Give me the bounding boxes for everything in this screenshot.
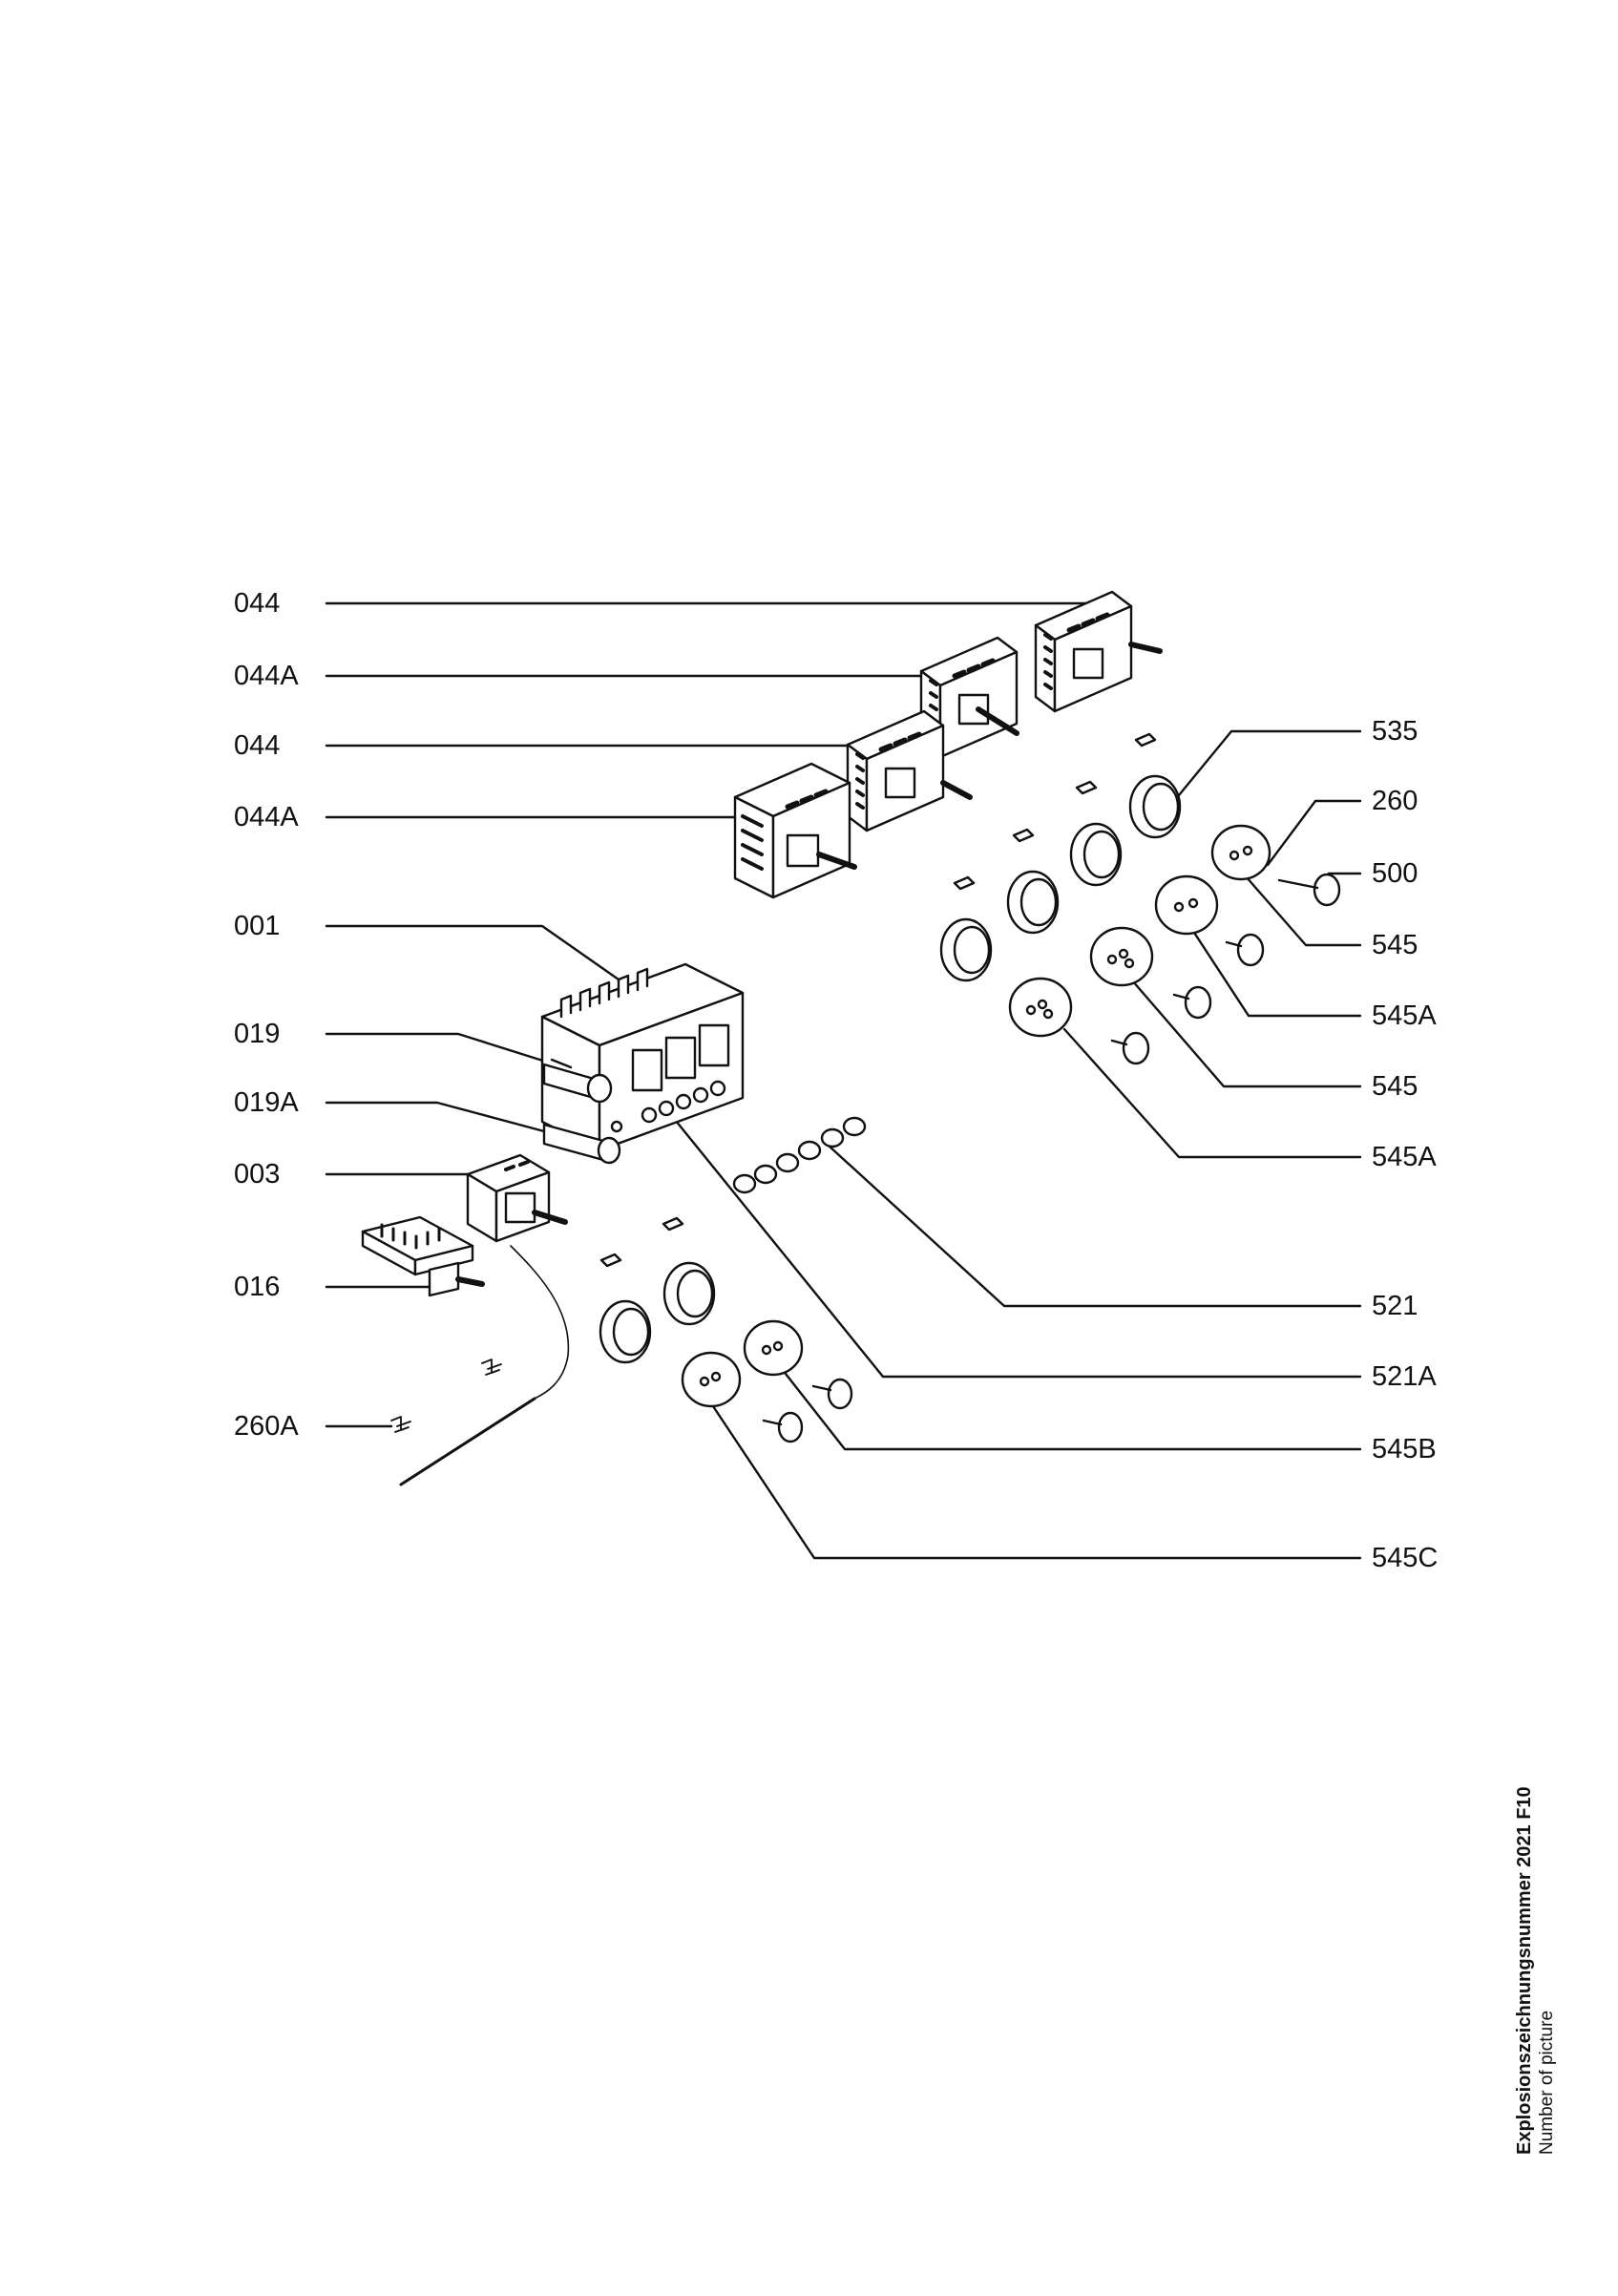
- knob-group-upper: [939, 732, 1341, 1065]
- label-545a-1: 545A: [1372, 1001, 1437, 1031]
- picture-number-block: Explosionszeichnungsnummer 2021 F10 Numb…: [1513, 1658, 1580, 2155]
- label-545b: 545B: [1372, 1434, 1437, 1464]
- label-044-2: 044: [234, 730, 281, 761]
- label-535: 535: [1372, 716, 1418, 747]
- label-260a: 260A: [234, 1411, 299, 1442]
- label-521a: 521A: [1372, 1361, 1437, 1392]
- label-016: 016: [234, 1272, 281, 1302]
- energy-regulator-1: [1034, 590, 1163, 713]
- lamp-019: [542, 1063, 613, 1104]
- label-260: 260: [1372, 786, 1418, 816]
- label-044a-2: 044A: [234, 802, 299, 832]
- label-545-2: 545: [1372, 1071, 1418, 1102]
- selector-switch: [361, 1215, 485, 1297]
- label-019a: 019A: [234, 1087, 299, 1118]
- label-003: 003: [234, 1159, 281, 1190]
- energy-regulator-2: [919, 636, 1019, 759]
- button-caps-521: [732, 1116, 867, 1194]
- knob-group-lower: [599, 1216, 853, 1443]
- label-044a-1: 044A: [234, 661, 299, 691]
- capillary-tube: [400, 1245, 570, 1485]
- label-500: 500: [1372, 858, 1418, 889]
- label-019: 019: [234, 1019, 281, 1049]
- label-044-1: 044: [234, 588, 281, 619]
- thermostat: [466, 1153, 568, 1243]
- label-545a-2: 545A: [1372, 1142, 1437, 1172]
- energy-regulator-4: [733, 762, 857, 899]
- picture-number-title: Explosionszeichnungsnummer 2021 F10: [1514, 1786, 1535, 2155]
- picture-number-subtitle: Number of picture: [1537, 2010, 1557, 2155]
- label-521: 521: [1372, 1291, 1418, 1321]
- clip-260a: [390, 1359, 502, 1433]
- label-545c: 545C: [1372, 1543, 1439, 1573]
- label-001: 001: [234, 911, 281, 941]
- label-545-1: 545: [1372, 930, 1418, 960]
- lamp-019a: [542, 1123, 621, 1165]
- electronic-timer: [540, 962, 745, 1152]
- leader-lines-right: [662, 729, 1362, 1560]
- leader-lines-left: [325, 601, 1109, 1428]
